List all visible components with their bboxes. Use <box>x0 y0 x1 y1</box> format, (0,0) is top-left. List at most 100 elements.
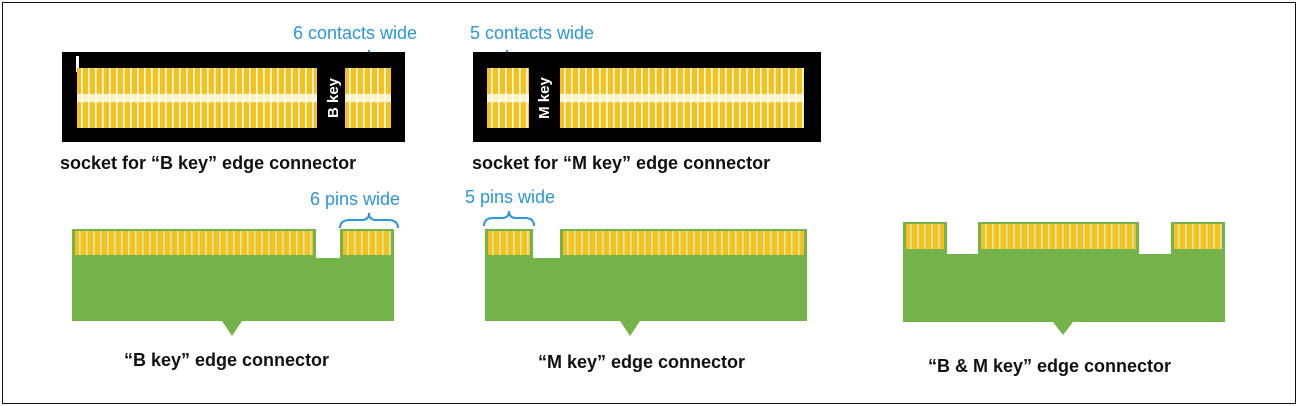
contact-divider <box>291 68 293 128</box>
contact-divider <box>732 68 734 128</box>
contact-divider <box>725 68 727 128</box>
contact-divider <box>564 68 566 128</box>
m-socket-contacts-left <box>487 68 529 128</box>
finger-divider <box>1083 224 1085 249</box>
finger-divider <box>86 231 88 255</box>
bm-key-edge-connector <box>903 222 1225 335</box>
contact-divider <box>781 68 783 128</box>
contact-divider <box>81 68 83 128</box>
contact-divider <box>592 68 594 128</box>
b-socket-contacts-right <box>345 68 391 128</box>
finger-divider <box>296 231 298 255</box>
finger-divider <box>128 231 130 255</box>
finger-divider <box>735 231 737 255</box>
finger-divider <box>938 224 940 249</box>
finger-divider <box>93 231 95 255</box>
contact-divider <box>102 68 104 128</box>
contact-divider <box>130 68 132 128</box>
finger-strip <box>343 231 391 255</box>
contact-divider <box>746 68 748 128</box>
contact-divider <box>284 68 286 128</box>
finger-divider <box>79 231 81 255</box>
contact-divider <box>613 68 615 128</box>
finger-divider <box>156 231 158 255</box>
b-socket-caption: socket for “B key” edge connector <box>60 153 357 173</box>
finger-divider <box>931 224 933 249</box>
bm-connector-pins-left <box>906 224 944 249</box>
contact-divider <box>690 68 692 128</box>
finger-divider <box>595 231 597 255</box>
b-pins-width-label: 6 pins wide <box>310 189 401 209</box>
finger-divider <box>714 231 716 255</box>
contact-divider <box>172 68 174 128</box>
m-key-edge-connector <box>485 229 807 336</box>
finger-divider <box>1199 224 1201 249</box>
finger-divider <box>672 231 674 255</box>
contact-divider <box>349 68 351 128</box>
contact-divider <box>207 68 209 128</box>
finger-divider <box>924 224 926 249</box>
contact-divider <box>200 68 202 128</box>
m-connector-pins-left <box>488 231 530 255</box>
finger-strip <box>488 231 530 255</box>
contact-divider <box>655 68 657 128</box>
contact-divider <box>669 68 671 128</box>
contact-divider <box>298 68 300 128</box>
contact-divider <box>221 68 223 128</box>
bm-connector-caption: “B & M key” edge connector <box>928 356 1172 376</box>
finger-divider <box>693 231 695 255</box>
m-connector-pins-right <box>563 231 804 255</box>
contact-divider <box>214 68 216 128</box>
contact-divider <box>760 68 762 128</box>
finger-divider <box>114 231 116 255</box>
finger-divider <box>191 231 193 255</box>
b-connector-pins-left <box>75 231 313 255</box>
finger-divider <box>261 231 263 255</box>
contact-divider <box>144 68 146 128</box>
finger-divider <box>506 231 508 255</box>
m-socket-contacts-right <box>560 68 804 128</box>
contact-divider <box>683 68 685 128</box>
finger-divider <box>368 231 370 255</box>
contact-divider <box>620 68 622 128</box>
finger-divider <box>784 231 786 255</box>
bm-connector-board <box>903 222 1225 335</box>
finger-divider <box>574 231 576 255</box>
finger-divider <box>1185 224 1187 249</box>
contact-divider <box>88 68 90 128</box>
contact-divider <box>256 68 258 128</box>
finger-divider <box>777 231 779 255</box>
finger-strip <box>1174 224 1222 249</box>
finger-divider <box>630 231 632 255</box>
m-pins-width-label: 5 pins wide <box>465 187 556 207</box>
finger-divider <box>700 231 702 255</box>
finger-divider <box>1076 224 1078 249</box>
contact-divider <box>356 68 358 128</box>
b-key-socket: B key <box>62 52 405 142</box>
contact-divider <box>242 68 244 128</box>
contact-divider <box>235 68 237 128</box>
b-connector-caption: “B key” edge connector <box>124 350 330 370</box>
finger-divider <box>749 231 751 255</box>
finger-divider <box>609 231 611 255</box>
finger-divider <box>992 224 994 249</box>
finger-divider <box>1118 224 1120 249</box>
finger-divider <box>707 231 709 255</box>
finger-divider <box>679 231 681 255</box>
b-pins-width-brace <box>339 212 399 229</box>
finger-divider <box>588 231 590 255</box>
m-connector-caption: “M key” edge connector <box>538 352 746 372</box>
finger-strip <box>981 224 1136 249</box>
finger-divider <box>275 231 277 255</box>
finger-divider <box>282 231 284 255</box>
finger-divider <box>623 231 625 255</box>
finger-divider <box>1055 224 1057 249</box>
finger-strip <box>75 231 313 255</box>
contact-divider <box>263 68 265 128</box>
finger-divider <box>917 224 919 249</box>
contact-divider <box>662 68 664 128</box>
b-socket-width-label: 6 contacts wide <box>293 23 418 43</box>
finger-divider <box>999 224 1001 249</box>
contact-divider <box>519 68 521 128</box>
